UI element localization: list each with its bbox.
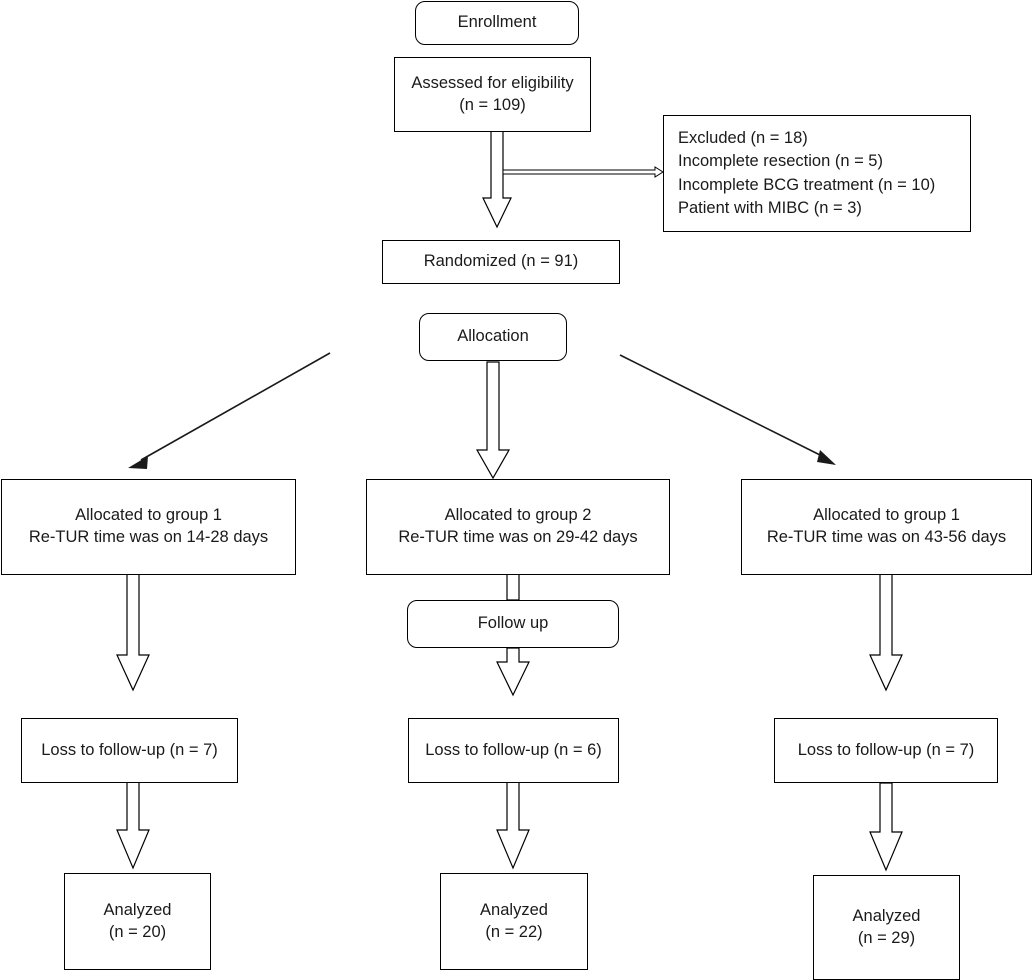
allocated-2-line-1: Allocated to group 2 bbox=[444, 506, 592, 525]
assessed-line-1: Assessed for eligibility bbox=[411, 73, 574, 92]
block-arrow-loss2-to-analyzed2 bbox=[496, 781, 530, 870]
excluded-line-4: Patient with MIBC (n = 3) bbox=[678, 198, 862, 217]
node-analyzed-3: Analyzed (n = 29) bbox=[813, 875, 960, 980]
stage-enrollment-label: Enrollment bbox=[457, 13, 537, 32]
diagonal-arrow-to-group1-left bbox=[128, 352, 331, 469]
block-arrow-group1-to-loss1 bbox=[116, 573, 150, 692]
node-assessed-for-eligibility: Assessed for eligibility (n = 109) bbox=[394, 57, 591, 132]
allocated-1-line-2: Re-TUR time was on 14-28 days bbox=[28, 528, 269, 546]
excluded-line-3: Incomplete BCG treatment (n = 10) bbox=[678, 175, 936, 194]
node-analyzed-1: Analyzed (n = 20) bbox=[64, 873, 211, 970]
analyzed-2-line-1: Analyzed bbox=[480, 900, 548, 919]
loss-1-label: Loss to follow-up (n = 7) bbox=[41, 740, 218, 759]
allocated-3-line-2: Re-TUR time was on 43-56 days bbox=[766, 528, 1007, 546]
block-arrow-group3-to-loss3 bbox=[869, 573, 903, 692]
analyzed-3-line-1: Analyzed bbox=[852, 906, 921, 925]
excluded-line-2: Incomplete resection (n = 5) bbox=[678, 152, 883, 171]
allocated-2-line-2: Re-TUR time was on 29-42 days bbox=[398, 528, 638, 546]
block-arrow-allocation-to-group2 bbox=[475, 361, 511, 480]
stage-enrollment: Enrollment bbox=[415, 1, 579, 45]
loss-2-label: Loss to follow-up (n = 6) bbox=[425, 740, 602, 759]
node-excluded: Excluded (n = 18) Incomplete resection (… bbox=[663, 115, 971, 232]
block-arrow-loss1-to-analyzed1 bbox=[116, 781, 150, 870]
analyzed-1-line-2: (n = 20) bbox=[108, 922, 167, 941]
assessed-line-2: (n = 109) bbox=[459, 95, 526, 114]
diagonal-arrow-to-group3-right bbox=[619, 354, 836, 465]
stage-follow-up-label: Follow up bbox=[477, 614, 549, 633]
analyzed-1-line-1: Analyzed bbox=[103, 900, 172, 919]
node-analyzed-2: Analyzed (n = 22) bbox=[440, 873, 588, 970]
node-loss-to-follow-up-3: Loss to follow-up (n = 7) bbox=[774, 718, 998, 783]
node-loss-to-follow-up-2: Loss to follow-up (n = 6) bbox=[408, 718, 619, 783]
node-randomized: Randomized (n = 91) bbox=[382, 240, 620, 284]
node-loss-to-follow-up-1: Loss to follow-up (n = 7) bbox=[21, 718, 238, 783]
excluded-line-1: Excluded (n = 18) bbox=[678, 128, 808, 147]
allocated-3-line-1: Allocated to group 1 bbox=[813, 506, 960, 525]
block-arrow-followup-to-loss2 bbox=[496, 647, 530, 697]
loss-3-label: Loss to follow-up (n = 7) bbox=[797, 740, 975, 759]
node-allocated-group-3: Allocated to group 1 Re-TUR time was on … bbox=[741, 479, 1032, 575]
analyzed-3-line-2: (n = 29) bbox=[857, 928, 916, 947]
stage-allocation-label: Allocation bbox=[457, 327, 529, 346]
block-arrow-loss3-to-analyzed3 bbox=[869, 782, 903, 872]
stage-allocation: Allocation bbox=[419, 313, 567, 361]
node-allocated-group-2: Allocated to group 2 Re-TUR time was on … bbox=[366, 479, 670, 575]
analyzed-2-line-2: (n = 22) bbox=[485, 922, 543, 941]
block-arrow-group2-to-loss2 bbox=[506, 573, 520, 601]
stage-follow-up: Follow up bbox=[407, 600, 619, 648]
block-arrow-assessed-to-randomized bbox=[482, 130, 512, 229]
thin-arrow-to-excluded bbox=[502, 166, 664, 178]
randomized-label: Randomized (n = 91) bbox=[423, 252, 579, 271]
node-allocated-group-1: Allocated to group 1 Re-TUR time was on … bbox=[1, 479, 296, 575]
allocated-1-line-1: Allocated to group 1 bbox=[75, 506, 222, 525]
